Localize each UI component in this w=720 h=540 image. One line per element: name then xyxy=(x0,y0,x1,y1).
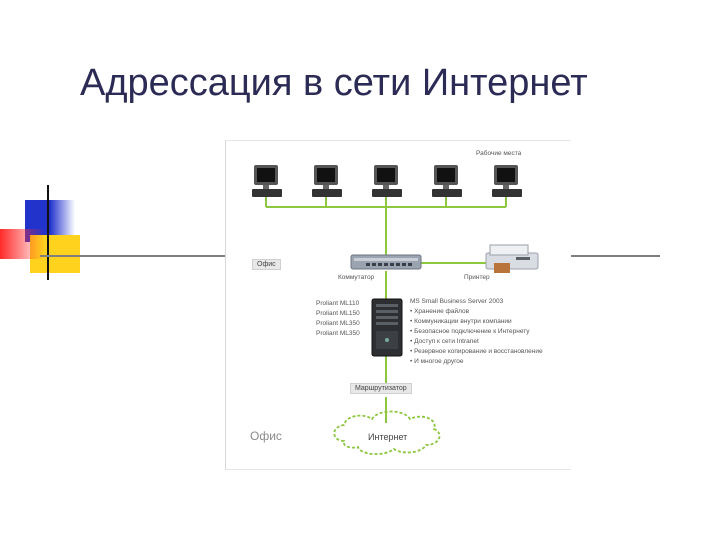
internet-label: Интернет xyxy=(368,432,408,442)
deco-red-square xyxy=(0,229,45,259)
server-icon xyxy=(371,298,403,357)
office-caption: Офис xyxy=(250,429,282,443)
server-models: Proliant ML110 Proliant ML150 Proliant M… xyxy=(316,299,360,339)
server-description: MS Small Business Server 2003 • Хранение… xyxy=(410,297,543,367)
router-label: Маршрутизатор xyxy=(350,383,412,394)
workstation xyxy=(432,165,462,205)
server-title: MS Small Business Server 2003 xyxy=(410,298,504,305)
server-model: Proliant ML150 xyxy=(316,310,360,317)
server-feature: • Резервное копирование и восстановление xyxy=(410,348,543,355)
server-feature: • Хранение файлов xyxy=(410,308,470,315)
workstations-label: Рабочие места xyxy=(476,150,522,157)
server-feature: • Коммуникации внутри компании xyxy=(410,318,512,325)
server-feature: • И многое другое xyxy=(410,358,464,365)
switch-label: Коммутатор xyxy=(338,274,375,281)
workstation xyxy=(312,165,342,205)
workstation xyxy=(372,165,402,205)
switch-icon xyxy=(350,254,422,270)
server-model: Proliant ML350 xyxy=(316,320,360,327)
internet-cloud-icon xyxy=(333,410,441,455)
decorative-squares xyxy=(0,185,80,280)
printer-label: Принтер xyxy=(464,274,490,281)
workstation xyxy=(492,165,522,205)
printer-icon xyxy=(485,244,539,273)
server-model: Proliant ML350 xyxy=(316,330,360,337)
diagram-connections xyxy=(265,197,539,455)
office-label: Офис xyxy=(252,259,281,270)
workstation-links xyxy=(265,197,507,259)
network-diagram: Рабочие места Офис Коммутатор Принтер Pr… xyxy=(225,140,571,470)
server-feature: • Безопасное подключение к Интернету xyxy=(410,328,530,335)
server-model: Proliant ML110 xyxy=(316,300,360,307)
workstation xyxy=(252,165,282,205)
slide-title: Адрессация в сети Интернет xyxy=(80,62,588,104)
server-feature: • Доступ к сети Intranet xyxy=(410,338,479,345)
